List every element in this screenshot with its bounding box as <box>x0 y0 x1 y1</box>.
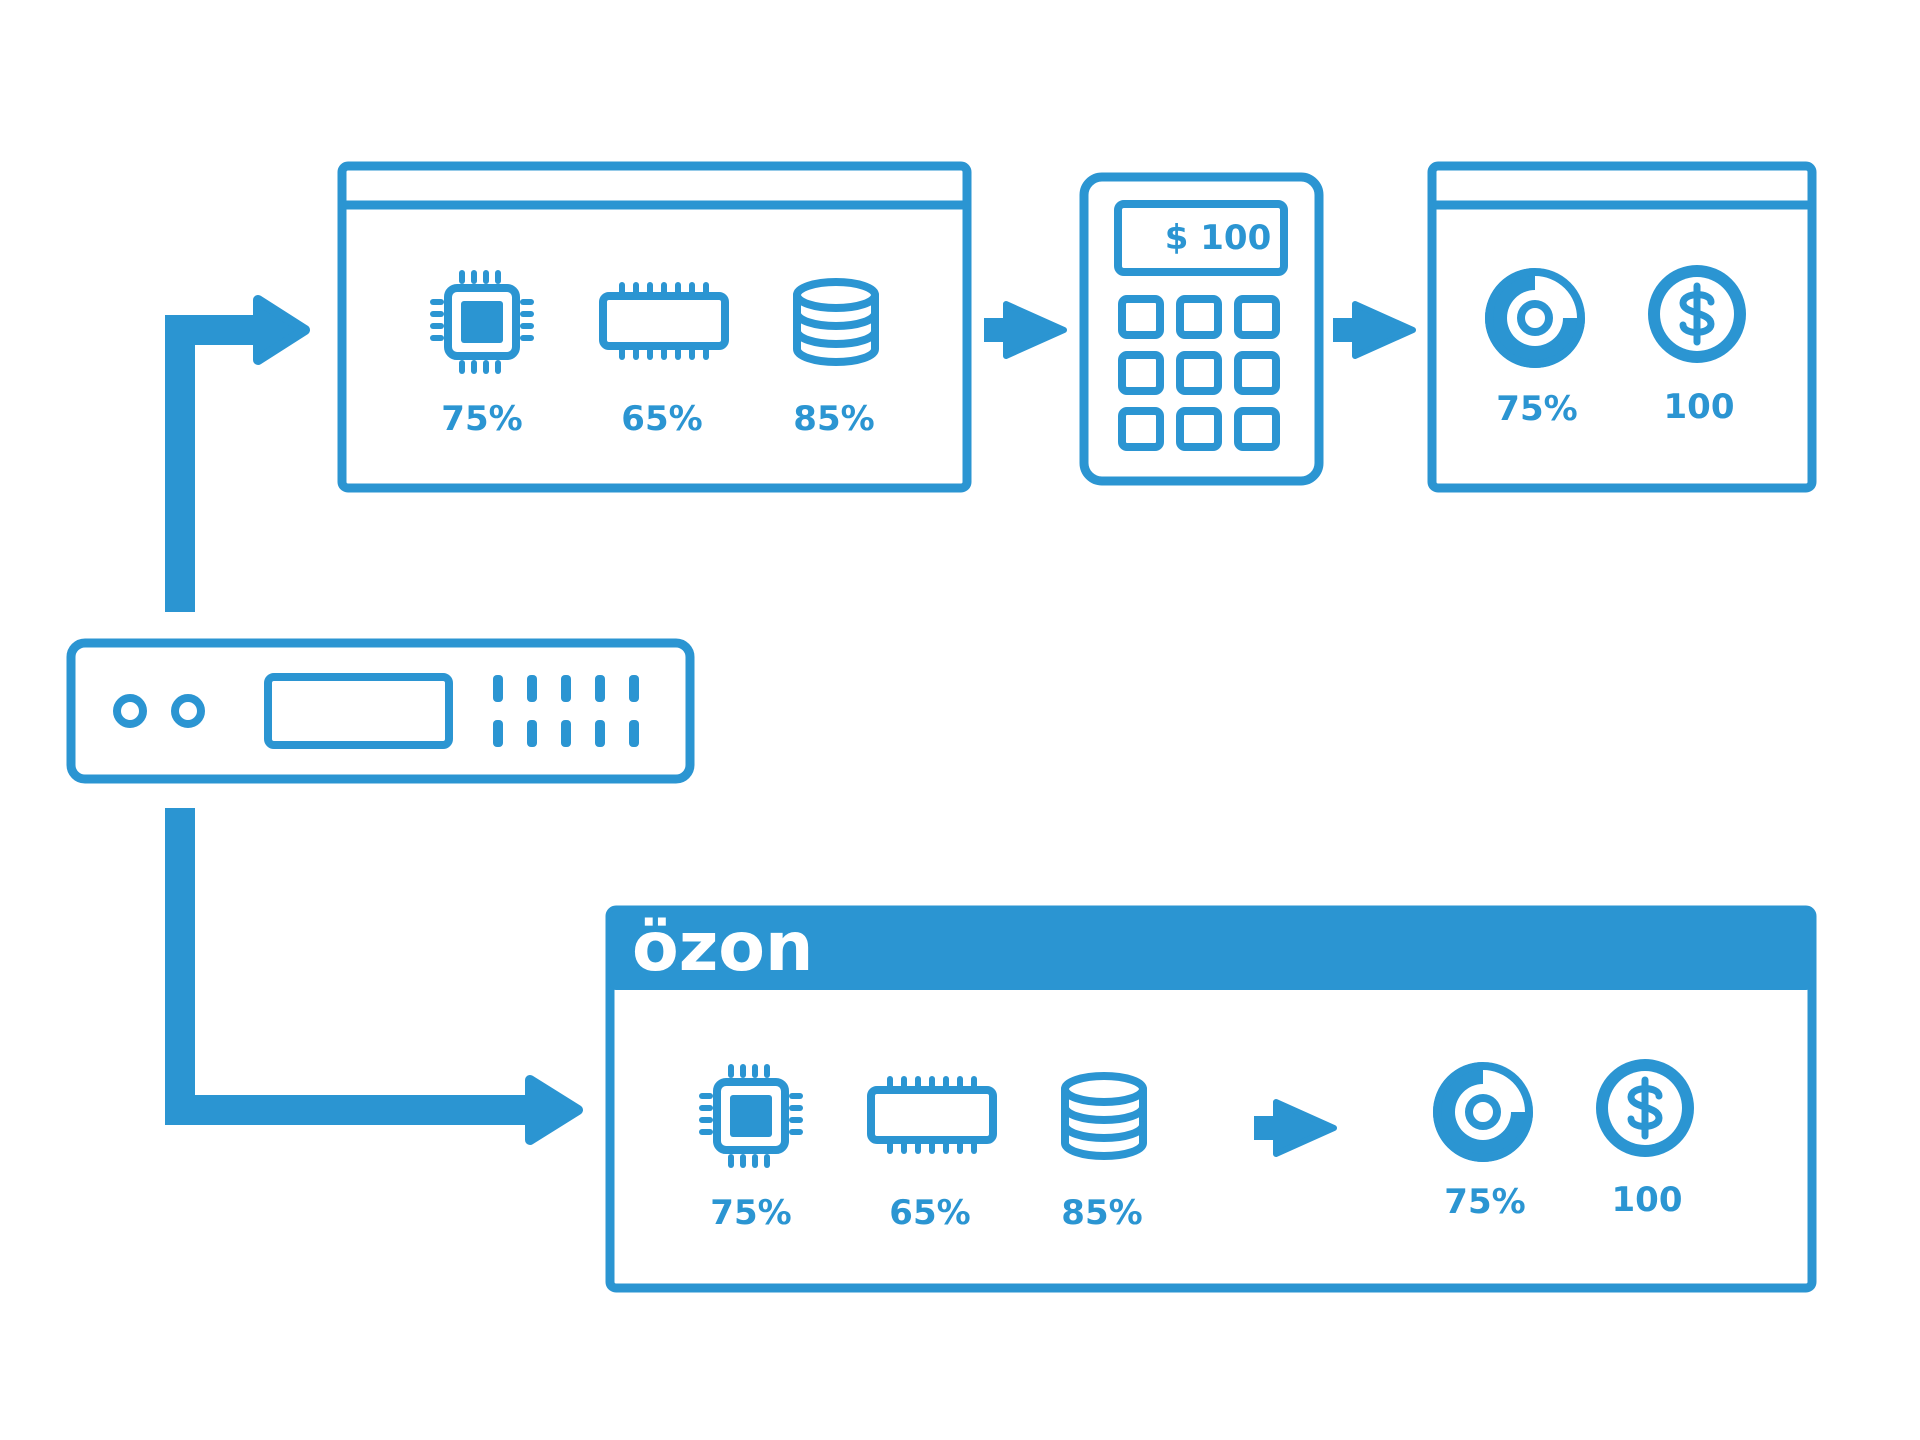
cost-result-label: 100 <box>1664 387 1735 427</box>
ozon-panel-header <box>610 910 1812 990</box>
arrow-right-icon <box>1333 304 1413 356</box>
donut-chart-icon <box>1433 1062 1533 1162</box>
connector-to-top-panel <box>165 295 310 612</box>
utilization-result-label: 75% <box>1444 1182 1525 1222</box>
disk-usage-label: 85% <box>793 399 874 439</box>
cpu-icon <box>699 1064 803 1168</box>
dollar-coin-icon <box>1596 1059 1694 1157</box>
cpu-icon <box>430 270 534 374</box>
ram-usage-label: 65% <box>889 1193 970 1233</box>
utilization-result-label: 75% <box>1496 389 1577 429</box>
top-metrics-panel: 75% 65% 85% <box>337 161 972 493</box>
arrow-right-icon <box>984 304 1064 356</box>
cost-result-label: 100 <box>1612 1180 1683 1220</box>
ram-usage-label: 65% <box>621 399 702 439</box>
database-icon <box>797 282 875 362</box>
ozon-logo: özon <box>632 908 813 987</box>
arrow-right-icon <box>1254 1102 1334 1154</box>
calculator-display: $ 100 <box>1165 218 1271 258</box>
cpu-usage-label: 75% <box>441 399 522 439</box>
server-rack-icon <box>66 638 695 784</box>
ozon-panel: özon 75% 65% 85% 75% 100 <box>605 905 1817 1293</box>
database-icon <box>1065 1076 1143 1156</box>
cpu-usage-label: 75% <box>710 1193 791 1233</box>
dollar-coin-icon <box>1648 265 1746 363</box>
top-result-panel: 75% 100 <box>1427 161 1817 493</box>
disk-usage-label: 85% <box>1061 1193 1142 1233</box>
ram-module-icon <box>603 282 725 360</box>
donut-chart-icon <box>1485 268 1585 368</box>
calculator-icon: $ 100 <box>1079 172 1324 486</box>
connector-to-ozon-panel <box>165 808 583 1145</box>
ram-module-icon <box>871 1076 993 1154</box>
